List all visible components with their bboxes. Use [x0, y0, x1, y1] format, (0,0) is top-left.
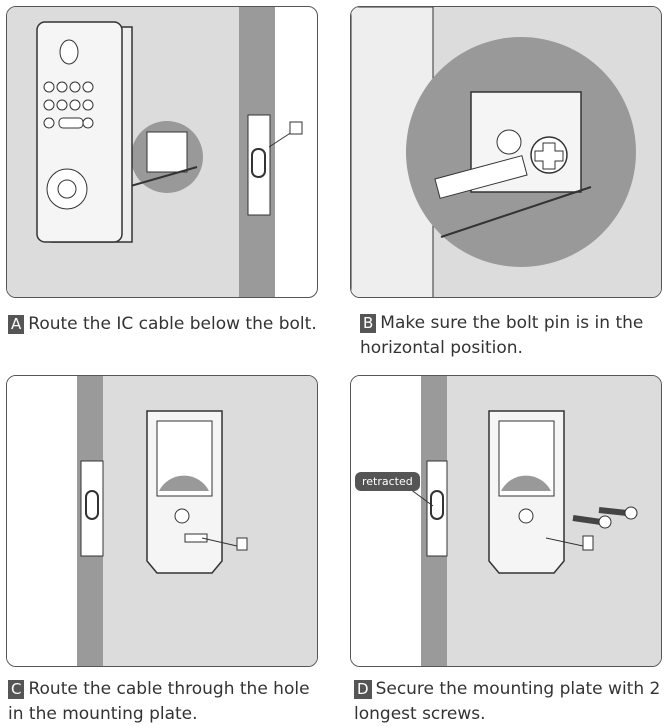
- step-letter-badge: C: [8, 680, 25, 699]
- retracted-callout: retracted: [355, 472, 420, 491]
- secure-plate-illustration: [351, 376, 661, 666]
- illustration-panel-a: [6, 6, 318, 298]
- bolt-pin-closeup-illustration: [351, 7, 661, 297]
- step-text: Secure the mounting plate with 2 longest…: [354, 679, 661, 724]
- illustration-panel-d: [350, 375, 662, 667]
- illustration-panel-b: [350, 6, 662, 298]
- keypad-lock-illustration: [7, 7, 303, 297]
- mounting-plate-illustration: [7, 376, 317, 666]
- step-letter-badge: B: [360, 314, 377, 333]
- illustration-panel-c: [6, 375, 318, 667]
- step-letter-badge: D: [354, 680, 372, 699]
- step-letter-badge: A: [8, 315, 25, 334]
- step-text: Make sure the bolt pin is in the horizon…: [360, 313, 644, 358]
- step-text: Route the cable through the hole in the …: [8, 679, 310, 724]
- step-text: Route the IC cable below the bolt.: [28, 314, 317, 334]
